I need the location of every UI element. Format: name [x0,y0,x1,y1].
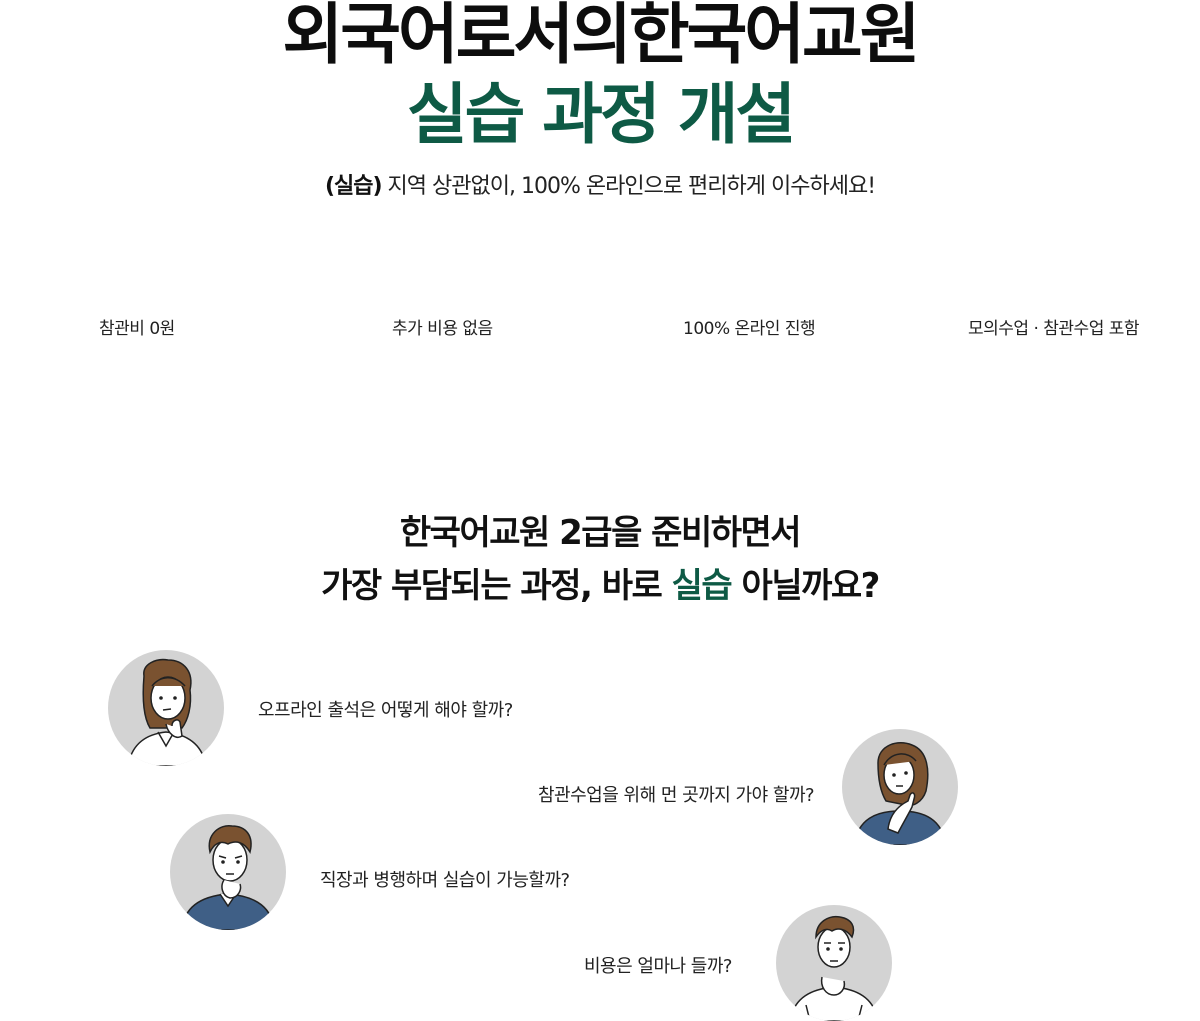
section-title-line2-after: 아닐까요? [731,566,881,606]
section-title-accent: 실습 [671,566,733,606]
hero-title-line1: 외국어로서의한국어교원 [282,0,921,73]
feature-item-free-observation: 참관비 0원 [99,319,175,339]
man-thinking-white-shirt-avatar-icon [776,905,892,1021]
hero-subtitle: (실습) 지역 상관없이, 100% 온라인으로 편리하게 이수하세요! [0,168,1200,200]
hero-subtitle-tag: (실습) [324,174,383,199]
section-title-line2: 가장 부담되는 과정, 바로 실습 아닐까요? [0,558,1200,607]
man-thinking-blue-shirt-avatar-icon [170,814,286,930]
feature-item-mock-class: 모의수업 · 참관수업 포함 [968,319,1140,339]
hero-title-line2: 실습 과정 개설 [406,76,796,153]
question-cost: 비용은 얼마나 들까? [584,956,732,977]
section-title-line1: 한국어교원 2급을 준비하면서 [399,513,802,553]
feature-item-no-extra-cost: 추가 비용 없음 [392,319,493,339]
question-offline-attendance: 오프라인 출석은 어떻게 해야 할까? [258,700,513,721]
question-work-balance: 직장과 병행하며 실습이 가능할까? [320,870,570,891]
feature-item-online: 100% 온라인 진행 [683,319,816,339]
feature-list: 참관비 0원 추가 비용 없음 100% 온라인 진행 모의수업 · 참관수업 … [0,314,1200,340]
woman-thinking-avatar-icon [108,650,224,766]
woman-thinking-blue-shirt-avatar-icon [842,729,958,845]
hero-subtitle-text: 지역 상관없이, 100% 온라인으로 편리하게 이수하세요! [381,174,876,199]
section-title-line2-before: 가장 부담되는 과정, 바로 [321,566,672,606]
question-distant-observation: 참관수업을 위해 먼 곳까지 가야 할까? [538,785,815,806]
